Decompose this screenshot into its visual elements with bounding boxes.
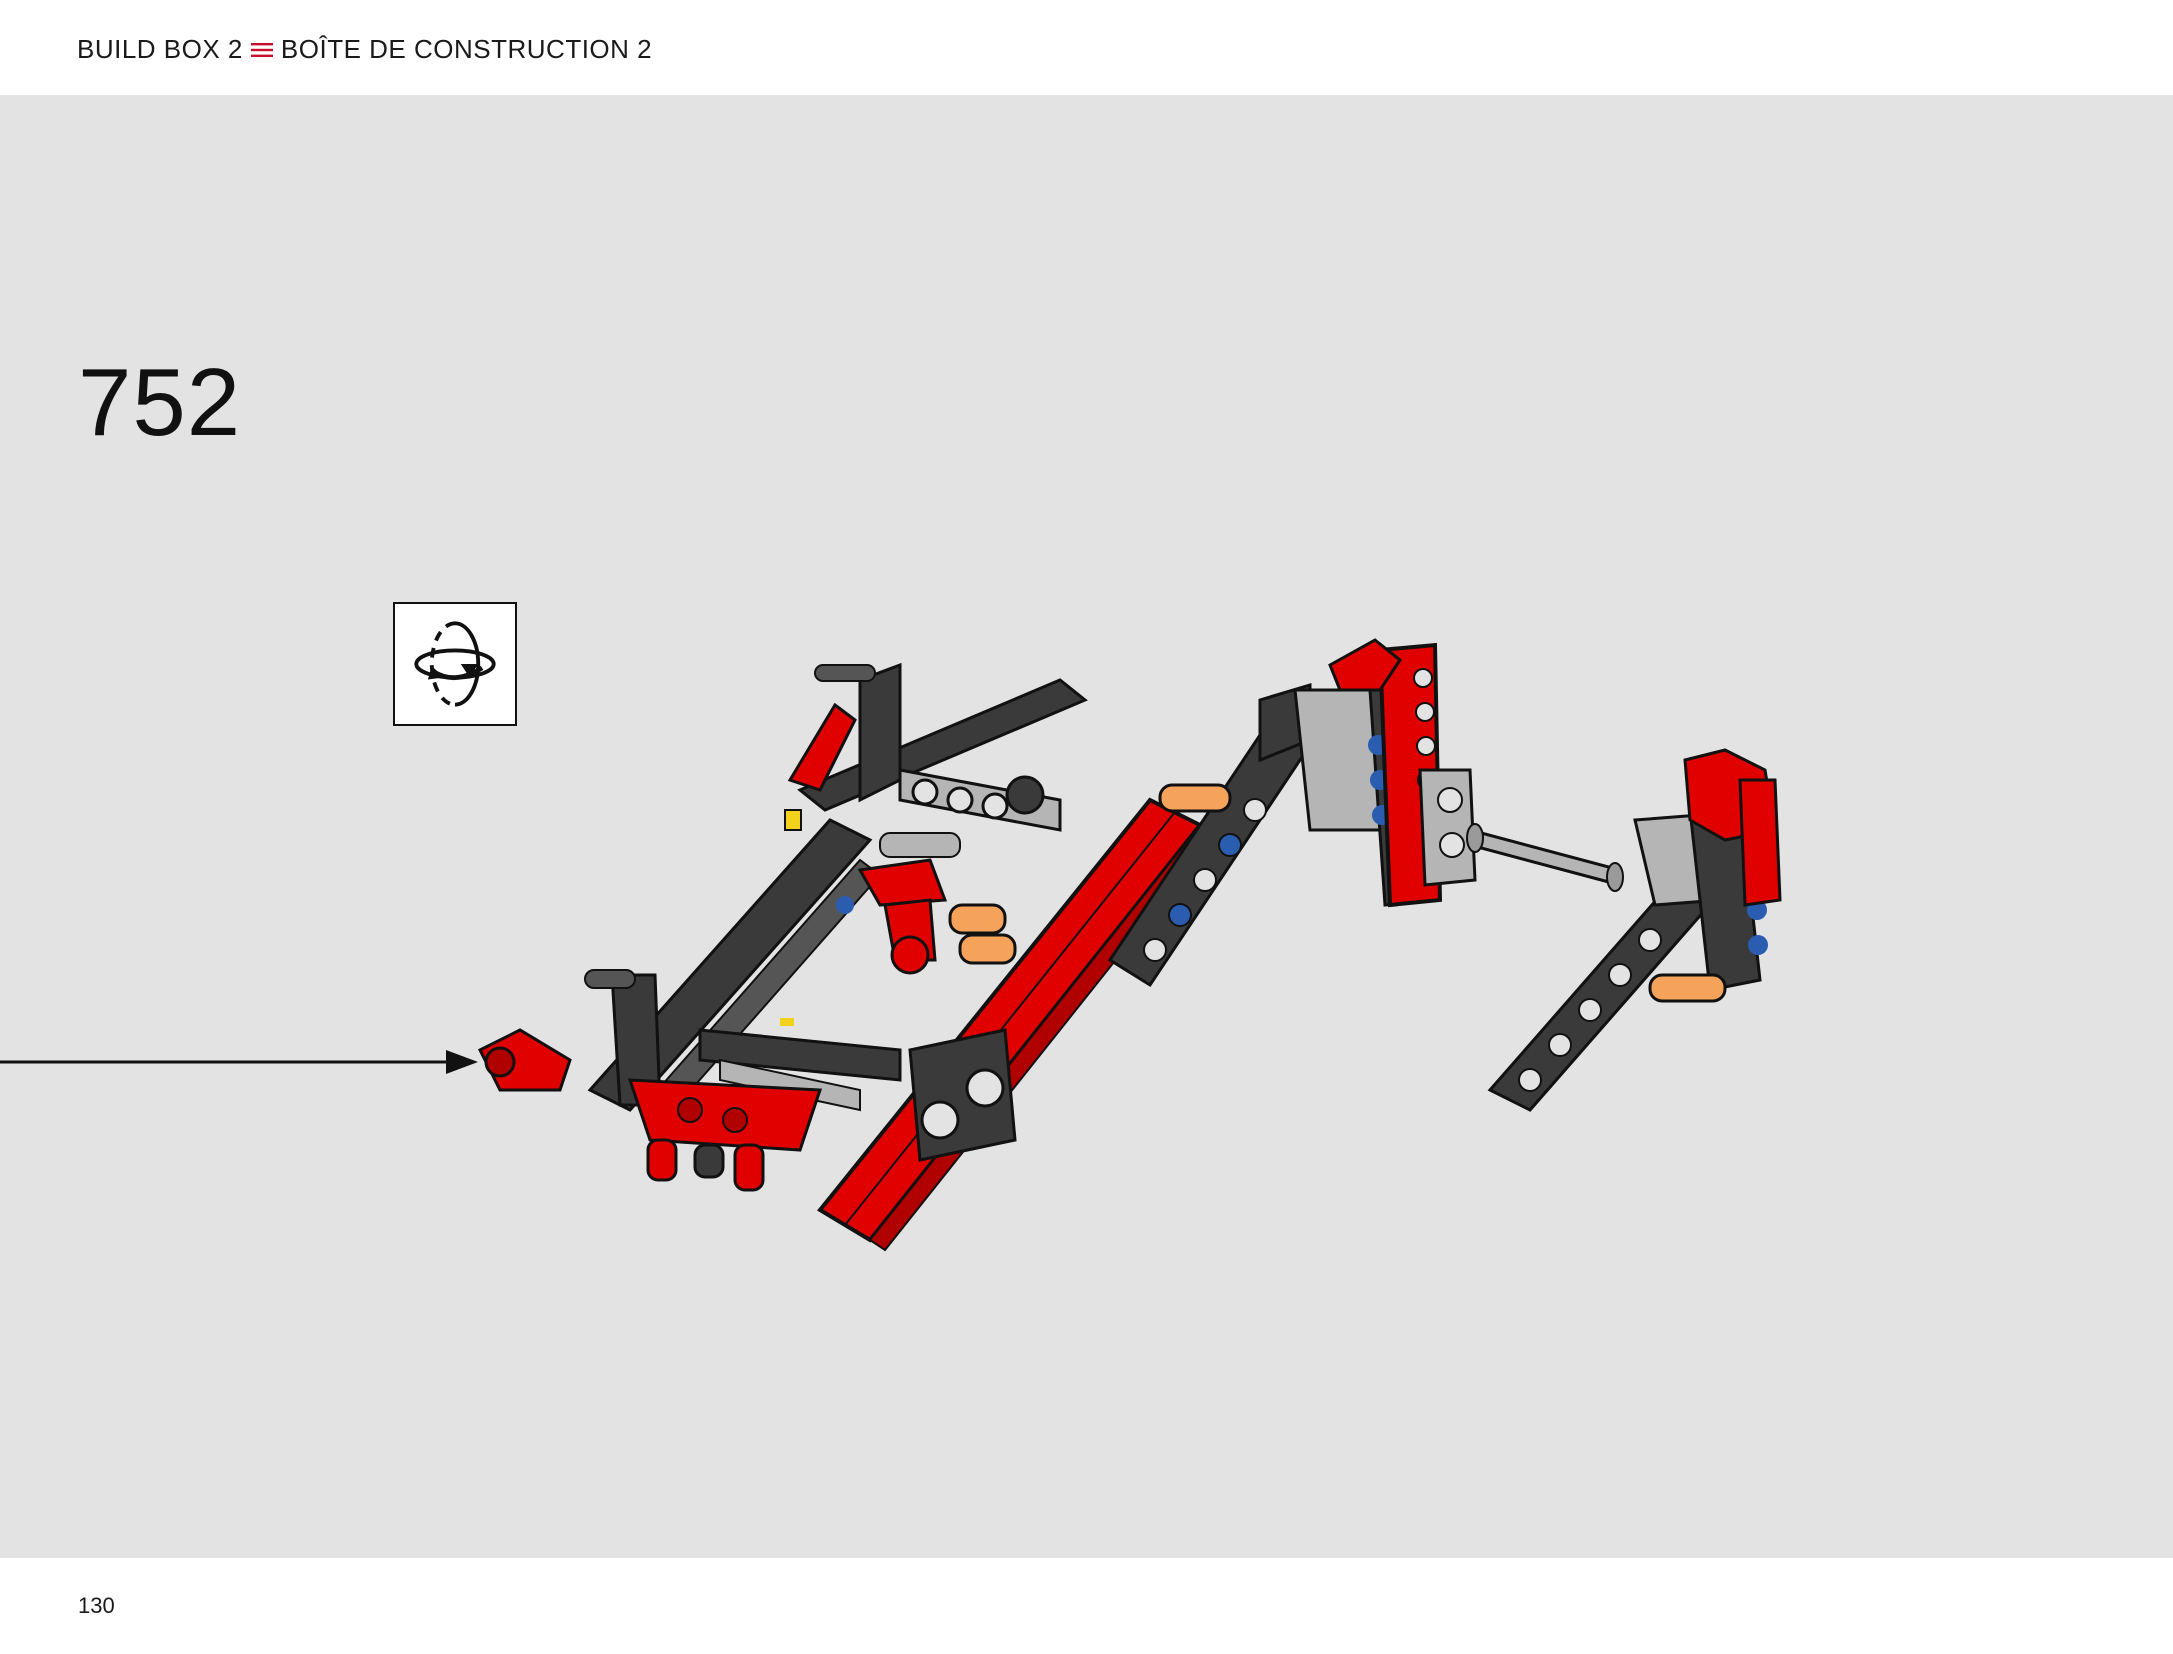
red-connectors bbox=[836, 832, 1017, 975]
front-red-cluster bbox=[477, 1028, 1017, 1192]
page-footer bbox=[0, 1558, 2173, 1654]
illustration-area bbox=[0, 95, 2173, 1558]
header-title-en: BUILD BOX 2 bbox=[77, 34, 243, 64]
triple-bar-icon bbox=[250, 42, 273, 57]
step-number: 752 bbox=[78, 349, 242, 456]
insertion-arrow bbox=[0, 1050, 478, 1074]
rotate-model-indicator bbox=[393, 602, 517, 726]
axle bbox=[1466, 823, 1624, 892]
rotate-model-icon bbox=[414, 621, 496, 707]
header-title: BUILD BOX 2 BOÎTE DE CONSTRUCTION 2 bbox=[77, 34, 652, 65]
cross-members bbox=[698, 768, 1062, 1112]
center-right-upright bbox=[1293, 638, 1477, 908]
page-number: 130 bbox=[78, 1593, 115, 1618]
right-assembly bbox=[1487, 748, 1782, 1112]
header-title-fr: BOÎTE DE CONSTRUCTION 2 bbox=[280, 34, 653, 64]
page-header: BUILD BOX 2 BOÎTE DE CONSTRUCTION 2 bbox=[0, 0, 2173, 95]
